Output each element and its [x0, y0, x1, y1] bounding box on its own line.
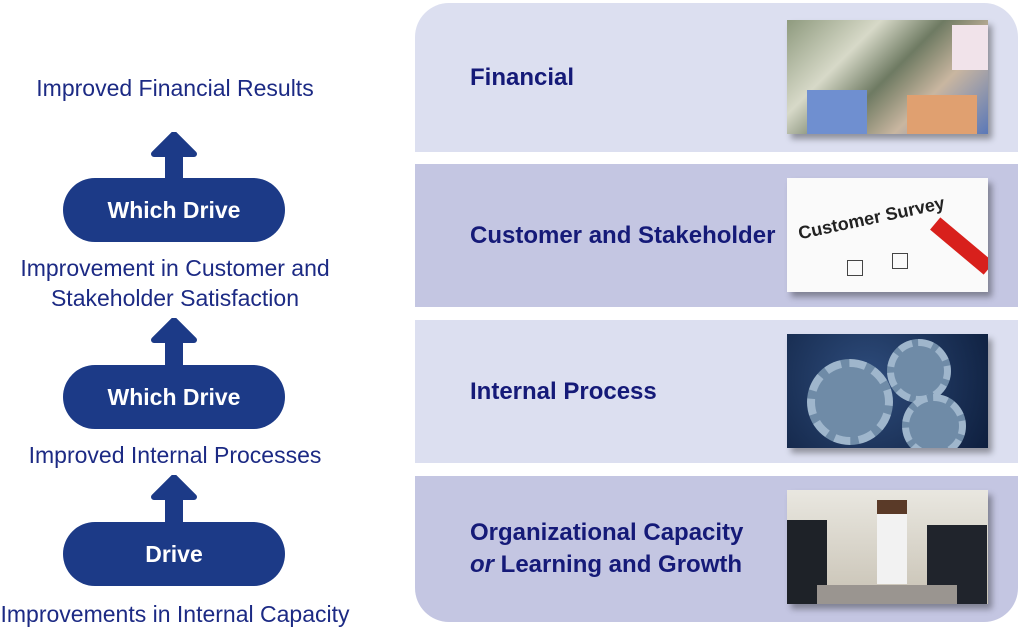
- panel-financial: Financial: [415, 3, 1018, 152]
- panel-title: Internal Process: [470, 377, 657, 405]
- arrow-up-icon: [151, 318, 197, 368]
- improved-internal-processes: Improved Internal Processes: [28, 442, 322, 468]
- line2: Stakeholder Satisfaction: [50, 285, 300, 311]
- panel-internal-process: Internal Process: [415, 320, 1018, 463]
- customer-survey-image: Customer Survey: [787, 178, 988, 292]
- panel-title: Financial: [470, 63, 575, 91]
- which-drive-pill: Which Drive: [63, 178, 285, 242]
- panel-title: Organizational Capacity or Learning and …: [470, 519, 744, 578]
- money-image: [787, 20, 988, 134]
- meeting-image: [787, 490, 988, 604]
- panel-customer: Customer and Stakeholder Customer Survey: [415, 164, 1018, 307]
- improved-financial-results: Improved Financial Results: [36, 75, 314, 101]
- panel-title: Customer and Stakeholder: [470, 221, 776, 249]
- customer-satisfaction-result: Improvement in Customer and Stakeholder …: [0, 253, 350, 313]
- line1: Improvement in Customer and: [20, 255, 330, 281]
- which-drive-pill: Which Drive: [63, 365, 285, 429]
- drive-pill: Drive: [63, 522, 285, 586]
- gears-image: [787, 334, 988, 448]
- improvements-internal-capacity: Improvements in Internal Capacity: [0, 601, 350, 627]
- arrow-up-icon: [151, 132, 197, 182]
- arrow-up-icon: [151, 475, 197, 525]
- panel-learning-growth: Organizational Capacity or Learning and …: [415, 476, 1018, 622]
- survey-heading: Customer Survey: [796, 192, 947, 244]
